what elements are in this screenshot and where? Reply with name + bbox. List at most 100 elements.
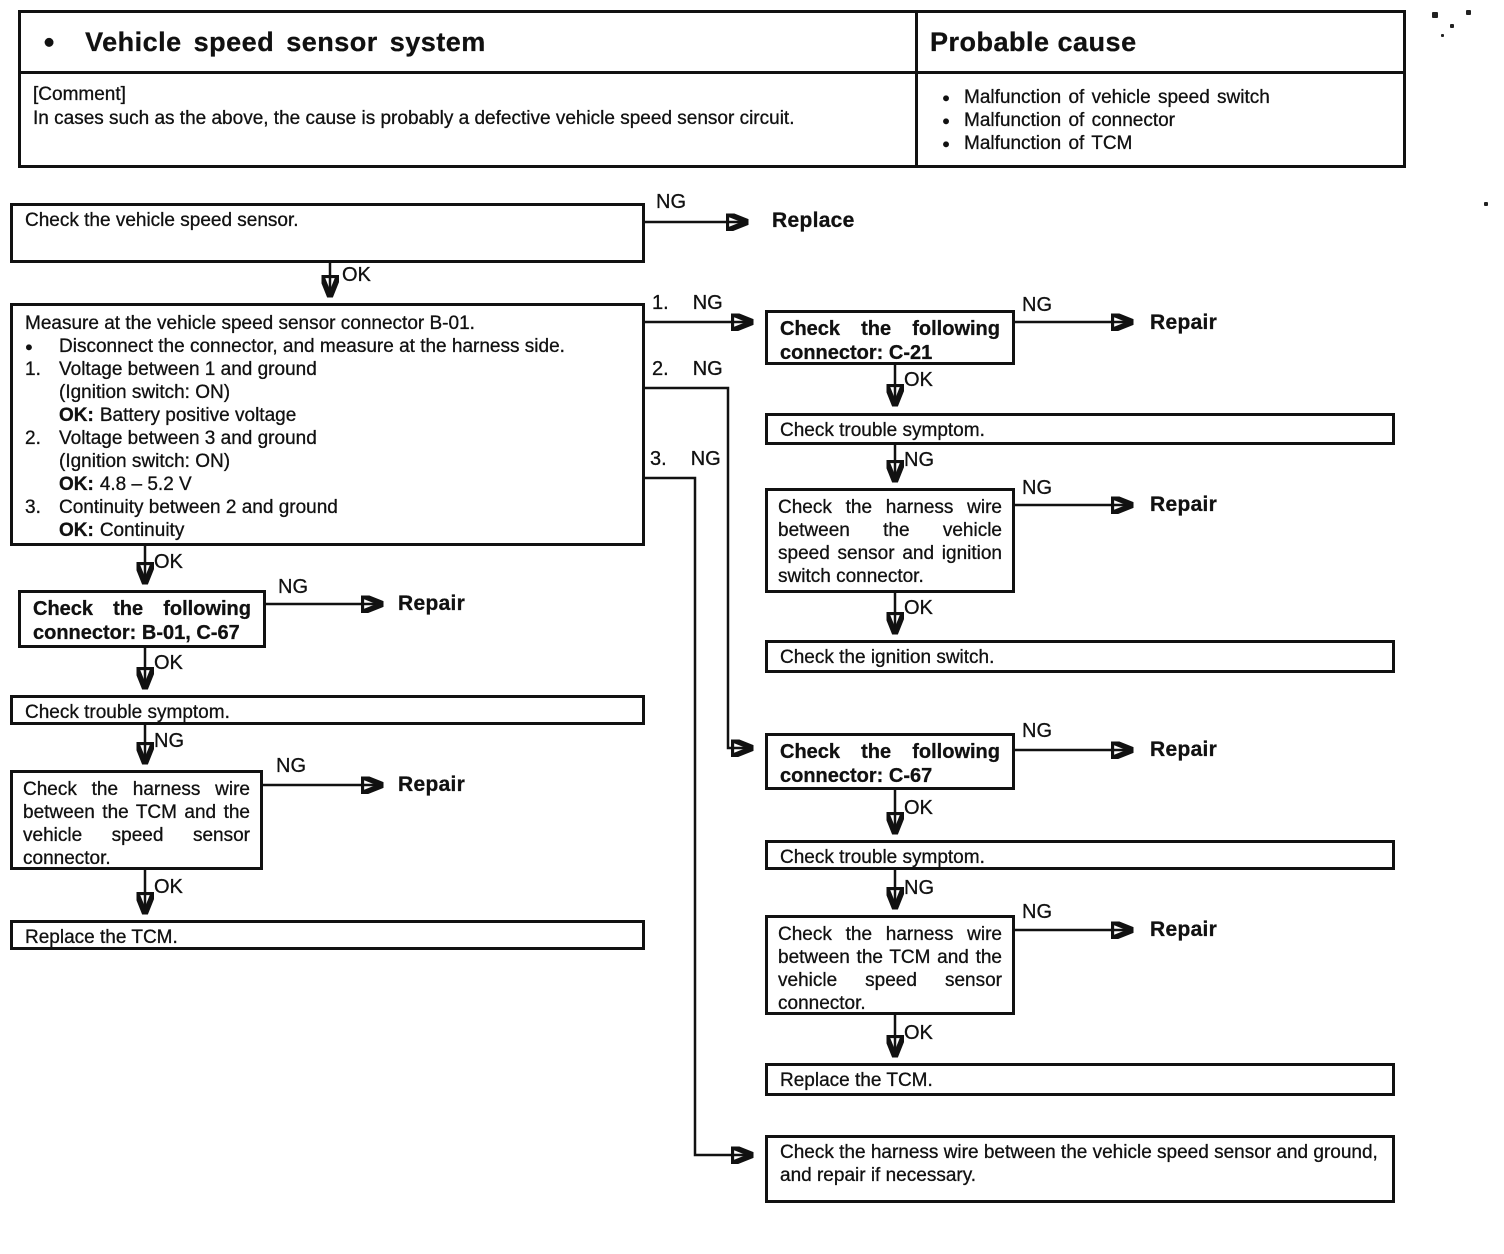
flow-box-connector-c21: Check the following connector: C-21 [765, 310, 1015, 365]
flow-box-connector-b01-c67: Check the following connector: B-01, C-6… [18, 590, 266, 648]
connector-line1: Check the following [780, 318, 1000, 340]
branch-3-label: 3. NG [650, 448, 721, 471]
comment-text: In cases such as the above, the cause is… [33, 108, 795, 129]
flow-box-harness-tcm-left: Check the harness wire between the TCM a… [10, 770, 263, 870]
bullet-icon: ● [942, 90, 950, 105]
step-number: 3. [25, 497, 41, 518]
repair-label: Repair [398, 773, 466, 796]
arrow-branch2-ng [645, 386, 750, 748]
cause-text: Malfunction of TCM [964, 133, 1133, 154]
flow-box-harness-ignition: Check the harness wire between the vehic… [765, 488, 1015, 593]
flow-box-trouble-symptom-left: Check trouble symptom. [10, 695, 645, 725]
bullet-icon: ● [942, 113, 950, 128]
ng-label: NG [656, 191, 686, 213]
system-title-cell: ● Vehicle speed sensor system [21, 13, 918, 71]
flow-box-connector-c67: Check the following connector: C-67 [765, 733, 1015, 790]
ok-prefix: OK: [59, 474, 94, 495]
scan-noise-dot [1466, 10, 1471, 15]
ng-label: NG [692, 358, 723, 380]
ng-label: NG [1022, 477, 1052, 499]
ok-label: OK [342, 264, 371, 286]
step-ok-row: OK:Battery positive voltage [25, 404, 630, 427]
page-title: Vehicle speed sensor system [85, 26, 486, 57]
flow-box-replace-tcm-left: Replace the TCM. [10, 920, 645, 950]
step-ok-value: Continuity [99, 520, 185, 541]
step-text: Voltage between 3 and ground [59, 428, 317, 449]
branch-1-label: 1. NG [652, 292, 723, 315]
ng-label: NG [692, 292, 723, 314]
step-condition: (Ignition switch: ON) [59, 382, 231, 403]
replace-label: Replace [772, 209, 855, 232]
flow-box-harness-ground: Check the harness wire between the vehic… [765, 1135, 1395, 1203]
ng-label: NG [904, 449, 934, 471]
probable-cause-cell: Probable cause [918, 13, 1403, 71]
measure-step-row: 2. Voltage between 3 and ground [25, 427, 630, 450]
measure-bullet-row: ● Disconnect the connector, and measure … [25, 335, 630, 358]
header-table: ● Vehicle speed sensor system Probable c… [18, 10, 1406, 168]
connector-line1: Check the following [780, 741, 1000, 763]
step-ok-row: OK:4.8 – 5.2 V [25, 473, 630, 496]
ng-label: NG [278, 576, 308, 598]
cause-text: Malfunction of vehicle speed switch [964, 87, 1270, 108]
branch-number: 1. [652, 292, 669, 314]
ok-label: OK [154, 652, 183, 674]
step-text: Voltage between 1 and ground [59, 359, 317, 380]
measure-bullet-text: Disconnect the connector, and measure at… [59, 336, 565, 357]
ng-label: NG [904, 877, 934, 899]
ok-prefix: OK: [59, 405, 94, 426]
flow-box-harness-tcm-right: Check the harness wire between the TCM a… [765, 915, 1015, 1015]
flow-box-measure-connector: Measure at the vehicle speed sensor conn… [10, 303, 645, 546]
measure-title: Measure at the vehicle speed sensor conn… [25, 313, 475, 334]
branch-2-label: 2. NG [652, 358, 723, 381]
measure-step-row: 1. Voltage between 1 and ground [25, 358, 630, 381]
step-condition: (Ignition switch: ON) [59, 451, 231, 472]
step-ok-row: OK:Continuity [25, 519, 630, 542]
ng-label: NG [276, 755, 306, 777]
ng-label: NG [154, 730, 184, 752]
comment-label: [Comment] [33, 84, 126, 105]
repair-label: Repair [1150, 918, 1218, 941]
bullet-icon: ● [942, 136, 950, 151]
connector-line2: connector: C-67 [780, 765, 933, 787]
scan-noise-dot [1484, 202, 1488, 206]
ok-label: OK [904, 797, 933, 819]
branch-number: 2. [652, 358, 669, 380]
repair-label: Repair [1150, 493, 1218, 516]
cause-item: ● Malfunction of connector [928, 109, 1393, 132]
step-text: Continuity between 2 and ground [59, 497, 338, 518]
connector-line1: Check the following [33, 598, 251, 620]
ok-label: OK [154, 551, 183, 573]
flow-box-ignition-switch: Check the ignition switch. [765, 640, 1395, 673]
scan-noise-dot [1441, 34, 1444, 37]
flow-box-trouble-symptom-2: Check trouble symptom. [765, 840, 1395, 870]
causes-list: ● Malfunction of vehicle speed switch ● … [918, 74, 1403, 165]
step-ok-value: Battery positive voltage [99, 405, 297, 426]
ok-label: OK [904, 1022, 933, 1044]
flow-box-check-speed-sensor: Check the vehicle speed sensor. [10, 203, 645, 263]
ng-label: NG [1022, 720, 1052, 742]
ok-label: OK [904, 597, 933, 619]
probable-cause-title: Probable cause [930, 26, 1137, 57]
ng-label: NG [1022, 901, 1052, 923]
comment-cell: [Comment] In cases such as the above, th… [21, 74, 918, 165]
branch-number: 3. [650, 448, 667, 470]
step-number: 1. [25, 359, 41, 380]
flow-box-trouble-symptom-1: Check trouble symptom. [765, 413, 1395, 445]
ok-label: OK [904, 369, 933, 391]
cause-item: ● Malfunction of vehicle speed switch [928, 86, 1393, 109]
connector-line2: connector: C-21 [780, 342, 933, 364]
ok-prefix: OK: [59, 520, 94, 541]
flow-box-replace-tcm-right: Replace the TCM. [765, 1063, 1395, 1096]
ng-label: NG [690, 448, 721, 470]
cause-text: Malfunction of connector [964, 110, 1176, 131]
header-title-row: ● Vehicle speed sensor system Probable c… [21, 13, 1403, 74]
ok-label: OK [154, 876, 183, 898]
title-bullet-icon: ● [43, 30, 56, 53]
repair-label: Repair [398, 592, 466, 615]
cause-item: ● Malfunction of TCM [928, 132, 1393, 155]
step-number: 2. [25, 428, 41, 449]
repair-label: Repair [1150, 738, 1218, 761]
bullet-icon: ● [25, 339, 33, 354]
